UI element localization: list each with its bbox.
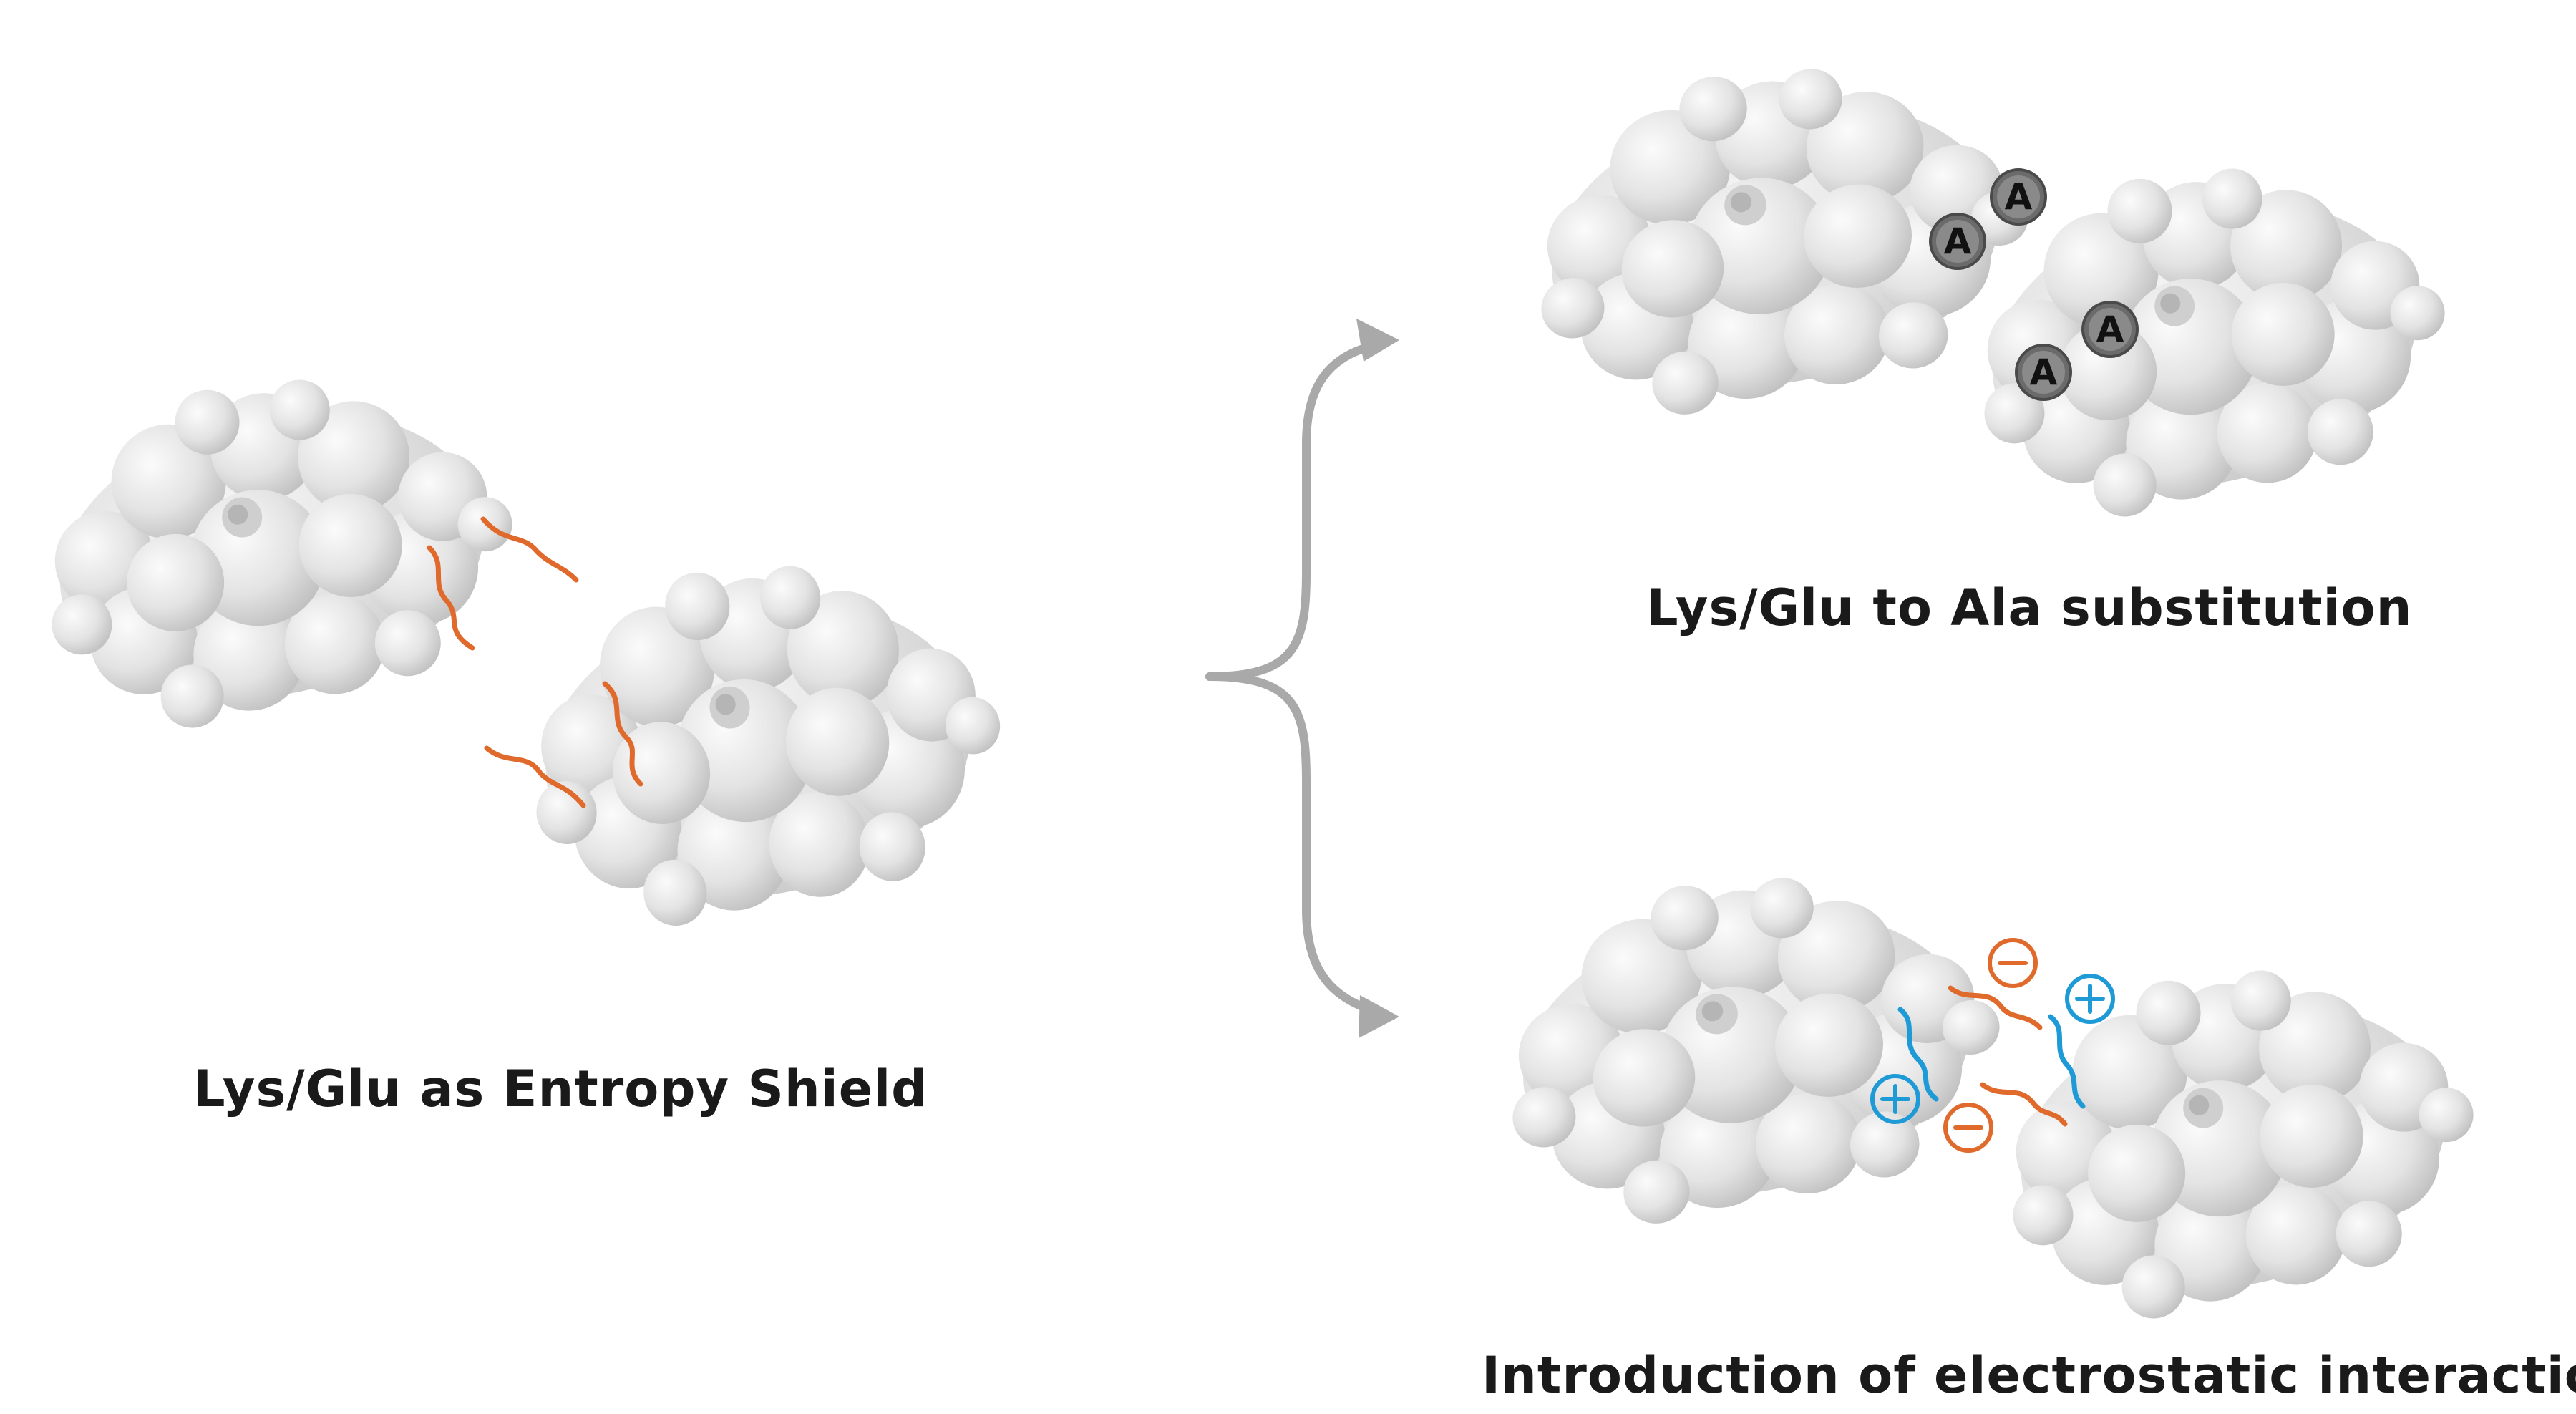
positive-charge-icon (1870, 1074, 1920, 1124)
lys-side-chains-br (1897, 1007, 2086, 1109)
alanine-marker-icon: A (2015, 344, 2072, 401)
protein-left-lower (500, 524, 1025, 947)
protein-br-right (1971, 924, 2502, 1344)
negative-charge-icon (1943, 1103, 1993, 1153)
negative-charge-icon (1988, 938, 2038, 988)
caption-electrostatic-interactions: Introduction of electrostatic interactio… (1482, 1346, 2576, 1405)
caption-ala-substitution: Lys/Glu to Ala substitution (1646, 578, 2413, 637)
ala-label: A (1944, 221, 1972, 262)
caption-entropy-shield: Lys/Glu as Entropy Shield (193, 1060, 928, 1118)
glu-side-chains-br (1948, 985, 2068, 1127)
branch-arrows (1205, 339, 1386, 1017)
arrowhead-down-icon (1359, 995, 1399, 1038)
bottom-right-panel (1477, 836, 2502, 1344)
alanine-marker-icon: A (1990, 168, 2047, 226)
left-panel (10, 333, 1025, 947)
protein-left-upper (10, 333, 541, 753)
alanine-marker-icon: A (2081, 301, 2139, 358)
ala-label: A (2005, 176, 2033, 218)
protein-br-left (1477, 836, 2023, 1246)
alanine-marker-icon: A (1929, 213, 1986, 270)
arrowhead-up-icon (1356, 319, 1399, 362)
ala-label: A (2030, 352, 2058, 393)
ala-label: A (2096, 309, 2124, 350)
top-right-panel: A A A A (1506, 26, 2474, 542)
glu-side-chains-left (427, 516, 643, 808)
positive-charge-icon (2065, 974, 2115, 1024)
